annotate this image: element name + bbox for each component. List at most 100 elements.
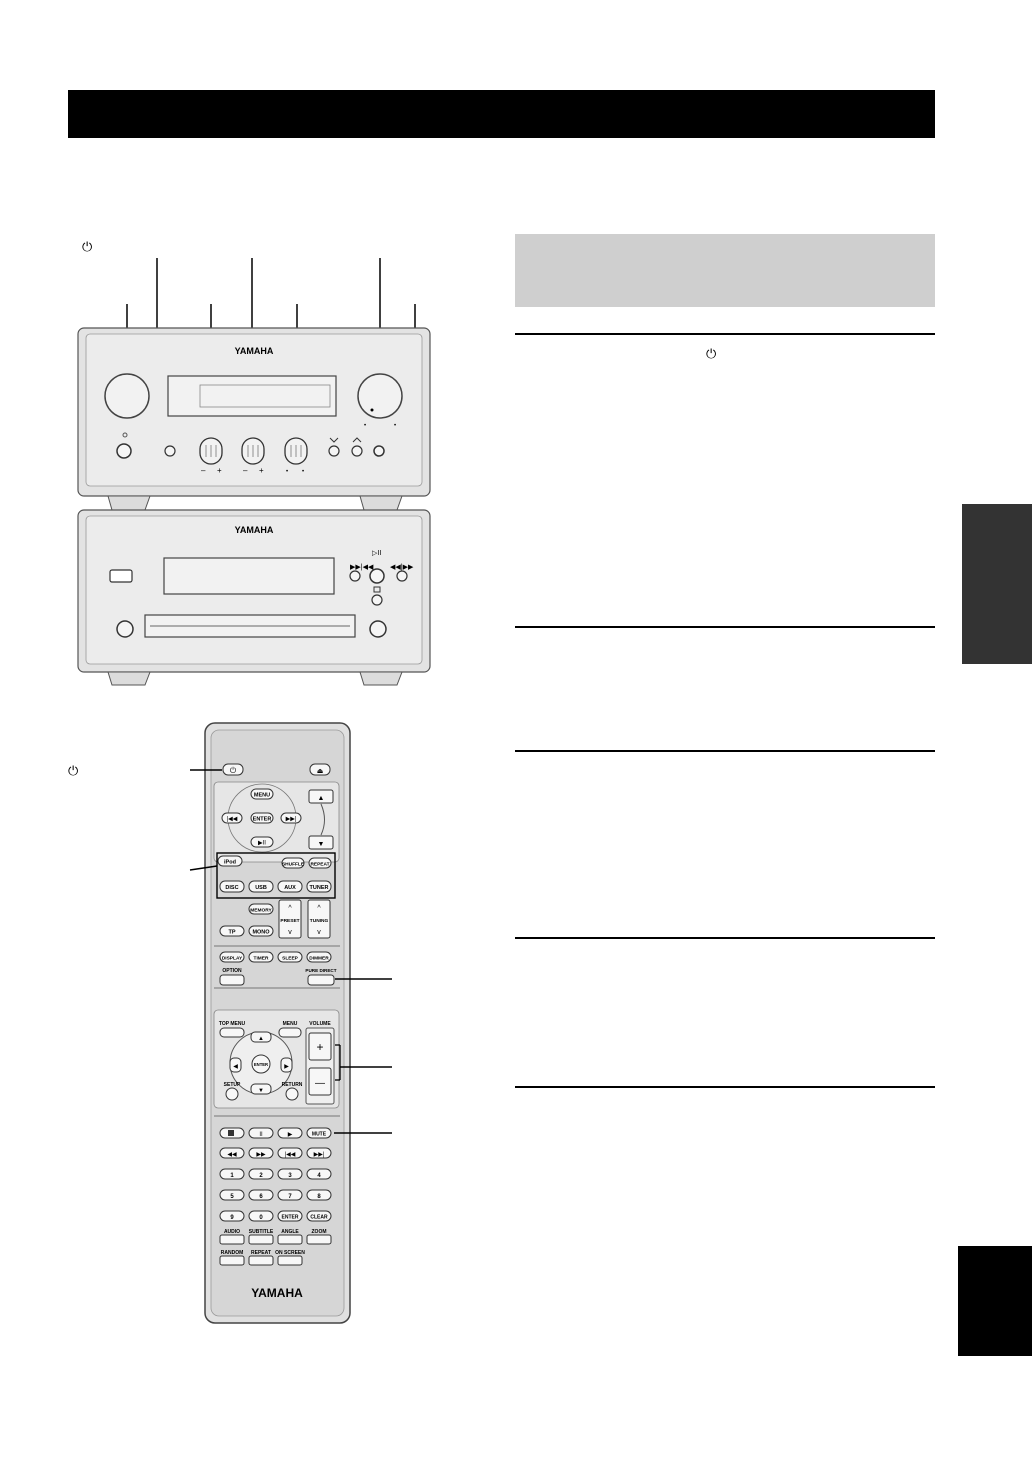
svg-text:◀◀|▶▶: ◀◀|▶▶	[390, 564, 414, 571]
remote-power-callout-label: ⏻	[68, 763, 79, 778]
svg-text:SLEEP: SLEEP	[282, 956, 299, 962]
svg-text:CLEAR: CLEAR	[310, 1215, 328, 1221]
svg-text:3: 3	[288, 1173, 292, 1179]
chapter-side-tab	[962, 504, 1032, 664]
svg-text:MONO: MONO	[252, 930, 270, 936]
svg-text:^: ^	[288, 905, 292, 912]
power-callout-label: ⏻	[82, 239, 93, 254]
eject-button	[369, 620, 387, 638]
pure-direct-button	[373, 445, 385, 457]
svg-text:9: 9	[230, 1215, 234, 1221]
svg-text:4: 4	[317, 1173, 321, 1179]
phones-jack	[164, 445, 176, 457]
svg-text:TIMER: TIMER	[254, 956, 269, 962]
svg-text:MEMORY: MEMORY	[250, 908, 272, 914]
svg-text:1: 1	[230, 1173, 234, 1179]
svg-text:2: 2	[259, 1173, 263, 1179]
svg-text:–: –	[243, 466, 248, 475]
svg-text:—: —	[315, 1078, 325, 1089]
svg-text:II: II	[259, 1132, 263, 1138]
svg-text:DIMMER: DIMMER	[309, 956, 329, 962]
remote-eject-button	[309, 763, 331, 776]
svg-text:REPEAT: REPEAT	[310, 862, 329, 868]
step-divider-3	[515, 750, 935, 752]
svg-text:ENTER: ENTER	[254, 1062, 268, 1067]
svg-text:⏻: ⏻	[230, 766, 237, 775]
svg-text:SHUFFLE: SHUFFLE	[282, 862, 305, 868]
svg-text:^: ^	[317, 905, 321, 912]
source-select-highlight	[216, 852, 336, 899]
svg-text:▼: ▼	[258, 1088, 264, 1094]
stop-button	[371, 594, 383, 606]
section-title-bar	[68, 90, 935, 138]
svg-text:▲: ▲	[318, 795, 325, 802]
preset-up-button	[351, 445, 363, 457]
step-divider-2	[515, 626, 935, 628]
svg-text:RANDOM: RANDOM	[221, 1250, 244, 1256]
svg-text:PRESET: PRESET	[280, 918, 299, 924]
svg-text:DISPLAY: DISPLAY	[222, 956, 243, 962]
svg-text:•: •	[286, 469, 288, 475]
svg-text:|◀◀: |◀◀	[227, 817, 238, 823]
svg-text:ON SCREEN: ON SCREEN	[275, 1250, 305, 1256]
svg-text:+: +	[259, 466, 264, 475]
svg-text:iPod: iPod	[224, 860, 236, 866]
svg-text:SUBTITLE: SUBTITLE	[249, 1229, 274, 1235]
svg-text:PURE DIRECT: PURE DIRECT	[305, 968, 336, 973]
svg-text:▼: ▼	[318, 841, 325, 848]
svg-text:▶▶: ▶▶	[256, 1152, 266, 1158]
svg-text:+: +	[316, 1040, 323, 1054]
preset-down-button	[328, 445, 340, 457]
remote-brand-logo: YAMAHA	[251, 1286, 303, 1300]
skip-back-button	[349, 570, 361, 582]
svg-text:TOP MENU: TOP MENU	[219, 1021, 246, 1027]
step-divider-4	[515, 937, 935, 939]
svg-text:SETUP: SETUP	[224, 1082, 241, 1088]
remote-pure-direct-button	[307, 974, 335, 986]
remote-power-button	[222, 763, 244, 776]
cd-brand-logo: YAMAHA	[235, 525, 274, 535]
svg-text:AUX: AUX	[284, 885, 296, 891]
remote-control-illustration: ⏻ ⏏ MENU ENTER |◀◀ ▶▶| ▶II ▲ ▼ iPod SHUF…	[204, 722, 351, 1324]
svg-text:–: –	[201, 466, 206, 475]
remote-volume-up-button	[308, 1032, 332, 1061]
svg-text:+: +	[217, 466, 222, 475]
cd-unit: YAMAHA ▶▶|◀◀ ▷II ◀◀|▶▶	[77, 509, 431, 673]
power-button	[116, 443, 132, 459]
svg-text:▷II: ▷II	[372, 550, 381, 557]
svg-text:v: v	[288, 929, 292, 936]
svg-text:▶▶|◀◀: ▶▶|◀◀	[350, 564, 374, 571]
svg-text:VOLUME: VOLUME	[309, 1021, 331, 1027]
input-selector-knob	[104, 373, 150, 419]
standby-on-symbol: ⏻	[706, 346, 717, 361]
play-pause-button	[369, 568, 385, 584]
svg-text:v: v	[317, 929, 321, 936]
remote-number-pad: 1 2 3 4 5 6 7 8 9 0 ENTER CLEAR	[219, 1168, 332, 1222]
svg-text:5: 5	[230, 1194, 234, 1200]
svg-text:▶▶|: ▶▶|	[314, 1152, 325, 1158]
usb-port	[109, 569, 133, 583]
svg-text:MUTE: MUTE	[312, 1132, 327, 1138]
svg-text:TUNING: TUNING	[310, 918, 329, 924]
svg-text:•: •	[302, 469, 304, 475]
svg-text:▲: ▲	[258, 1036, 264, 1042]
svg-text:RETURN: RETURN	[282, 1082, 303, 1088]
svg-text:REPEAT: REPEAT	[251, 1250, 271, 1256]
svg-text:◀◀: ◀◀	[227, 1152, 237, 1158]
svg-text:TUNER: TUNER	[310, 885, 329, 891]
svg-text:•: •	[364, 423, 366, 429]
svg-text:ZOOM: ZOOM	[312, 1229, 327, 1235]
cd-power-button	[116, 620, 134, 638]
svg-text:ENTER: ENTER	[253, 817, 272, 823]
svg-text:DISC: DISC	[225, 885, 238, 891]
step-divider-1	[515, 333, 935, 335]
svg-text:•: •	[394, 423, 396, 429]
svg-text:▶: ▶	[284, 1064, 289, 1070]
svg-text:7: 7	[288, 1194, 292, 1200]
remote-callouts	[189, 769, 392, 1134]
svg-text:▶: ▶	[288, 1132, 293, 1138]
language-side-tab	[958, 1246, 1032, 1356]
svg-text:AUDIO: AUDIO	[224, 1229, 240, 1235]
svg-text:MENU: MENU	[283, 1021, 298, 1027]
subsection-heading-box	[515, 234, 935, 307]
